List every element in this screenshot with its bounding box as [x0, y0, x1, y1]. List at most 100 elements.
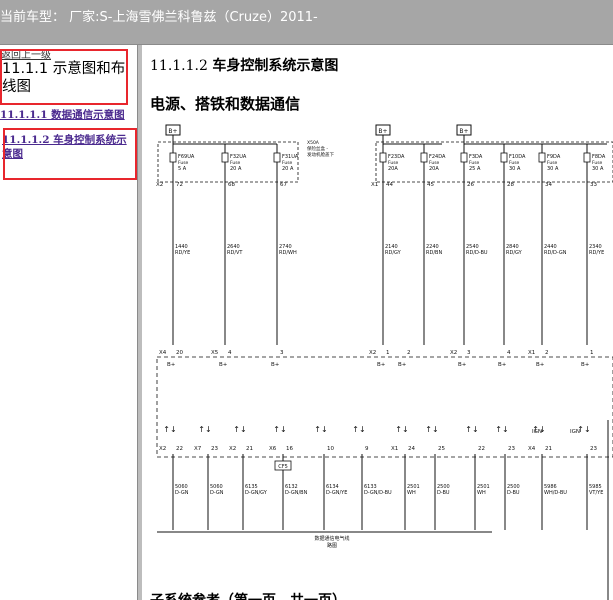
lower-pin-7-num: 25 — [438, 446, 445, 452]
fuse-right-1-body — [420, 152, 428, 163]
fuse-right-4-word: Fuse — [547, 160, 558, 166]
highlight-box-nav — [3, 128, 137, 180]
lower-pin-6-conn: X1 — [391, 446, 398, 452]
fuse-right-3-name: F10DA — [509, 154, 526, 160]
vehicle-info: 当前车型： 厂家:S-上海雪佛兰科鲁兹（Cruze）2011- — [0, 10, 318, 25]
fuse-left-2-pin: 67 — [280, 182, 287, 188]
fuse-right-4-wire-color: RD/D-GN — [544, 250, 567, 256]
bcm-pin-1-label: B+ — [219, 362, 228, 368]
nav-item-data-comm[interactable]: 11.1.1.1 数据通信示意图 — [0, 109, 125, 121]
lower-pin-5-arrow: ↑↓ — [352, 425, 365, 434]
fuse-left-0-body — [169, 152, 177, 163]
fuse-right-5-wire-color: RD/YE — [589, 250, 604, 256]
lower-pin-8-wire-num: 2501 — [477, 484, 490, 490]
lower-pin-11-arrow: ↑↓ — [577, 425, 590, 434]
fuse-left-1-rating: 20 A — [230, 166, 242, 172]
lower-pin-10-wire-color: WH/D-BU — [544, 490, 567, 496]
fuse-left-1-body — [221, 152, 229, 163]
fuse-left-1-word: Fuse — [230, 160, 241, 166]
lower-pin-1-wire-num: 5060 — [210, 484, 223, 490]
connector-label-right: X1 — [371, 182, 378, 188]
fuse-right-0-rating: 20A — [388, 166, 398, 172]
bplus-box-left-label: B+ — [168, 128, 177, 135]
fuse-right-4-name: F9DA — [547, 154, 561, 160]
bcm-pin-5-label: B+ — [458, 362, 467, 368]
fuse-right-1-pin: 45 — [427, 182, 434, 188]
lower-pin-9-wire-color: D-BU — [507, 490, 520, 496]
sidebar: 返回上一级 11.1.1 示意图和布线图 11.1.1.1 数据通信示意图 11… — [0, 45, 137, 600]
bcm-pin-3-num: 1 — [386, 350, 390, 356]
fuse-block-left — [157, 141, 299, 183]
fuse-right-3-pin: 28 — [507, 182, 514, 188]
fuse-right-5-rating: 30 A — [592, 166, 604, 172]
lower-pin-0-arrow: ↑↓ — [163, 425, 176, 434]
fuse-right-0-body — [379, 152, 387, 163]
lower-pin-8-arrow: ↑↓ — [465, 425, 478, 434]
module-outline — [156, 356, 613, 458]
lower-pin-2-wire-num: 6135 — [245, 484, 258, 490]
fuse-block-note-2: 保险丝盒 - — [307, 145, 328, 152]
fuse-left-0-wire-num: 1440 — [175, 244, 188, 250]
fuse-left-2-rating: 20 A — [282, 166, 294, 172]
lower-pin-6-num: 24 — [408, 446, 415, 452]
fuse-right-1-wire-color: RD/BN — [426, 250, 442, 256]
fuse-right-2-wire-num: 2540 — [466, 244, 479, 250]
fuse-right-2-wire-color: RD/D-BU — [466, 250, 488, 256]
lower-pin-0-num: 22 — [176, 446, 183, 452]
lower-pin-11-wire-num: 5985 — [589, 484, 602, 490]
fuse-left-0-rating: 5 A — [178, 166, 187, 172]
fuse-right-4-wire-num: 2440 — [544, 244, 557, 250]
fuse-right-0-wire-num: 2140 — [385, 244, 398, 250]
lower-pin-1-conn: X7 — [194, 446, 202, 452]
bus-label-2: 路图 — [327, 542, 337, 549]
section-heading: 电源、搭铁和数据通信 — [150, 95, 301, 113]
content-pane: 11.1.1.2 车身控制系统示意图 电源、搭铁和数据通信 B+B+B+X50A… — [142, 45, 613, 600]
bcm-pin-6-label: B+ — [498, 362, 507, 368]
lower-pin-2-wire-color: D-GN/GY — [245, 490, 268, 496]
lower-pin-10-arrow: ↑↓ — [532, 425, 545, 434]
lower-pin-10-conn: X4 — [528, 446, 536, 452]
lower-pin-4-wire-color: D-GN/YE — [326, 490, 347, 496]
fuse-left-2-wire-color: RD/WH — [279, 250, 297, 256]
lower-pin-4-arrow: ↑↓ — [314, 425, 327, 434]
bcm-pin-2-label: B+ — [271, 362, 280, 368]
lower-pin-3-wire-num: 6132 — [285, 484, 298, 490]
fuse-right-5-body — [583, 152, 591, 163]
title-bar: 当前车型： 厂家:S-上海雪佛兰科鲁兹（Cruze）2011- — [0, 0, 613, 45]
fuse-right-3-word: Fuse — [509, 160, 520, 166]
fuse-right-0-pin: 44 — [386, 182, 393, 188]
lower-pin-2-arrow: ↑↓ — [233, 425, 246, 434]
nav-item-body-control[interactable]: 11.1.1.2 车身控制系统示意图 — [2, 134, 127, 160]
fuse-left-1-name: F32UA — [230, 154, 247, 160]
fuse-left-2-name: F31UA — [282, 154, 299, 160]
lower-pin-3-conn: X6 — [269, 446, 277, 452]
fuse-right-1-rating: 20A — [429, 166, 439, 172]
bcm-pin-0-conn: X4 — [159, 350, 167, 356]
fuse-right-1-name: F24DA — [429, 154, 446, 160]
fuse-right-3-wire-color: RD/GY — [506, 250, 523, 256]
bottom-heading: 子系统参考（第一页，共一页） — [150, 590, 346, 600]
bcm-pin-1-conn: X5 — [211, 350, 219, 356]
bcm-pin-5-conn: X2 — [450, 350, 457, 356]
lower-pin-0-conn: X2 — [159, 446, 166, 452]
lower-pin-5-wire-num: 6133 — [364, 484, 377, 490]
lower-pin-2-num: 21 — [246, 446, 253, 452]
lower-pin-5-wire-color: D-GN/D-BU — [364, 490, 392, 496]
connector-label-left: X2 — [156, 182, 163, 188]
fuse-right-1-wire-num: 2240 — [426, 244, 439, 250]
lower-pin-7-wire-num: 2500 — [437, 484, 450, 490]
fuse-right-0-word: Fuse — [388, 160, 399, 166]
fuse-right-2-rating: 25 A — [469, 166, 481, 172]
bcm-pin-8-label: B+ — [581, 362, 590, 368]
back-link[interactable]: 返回上一级 — [1, 50, 51, 61]
lower-pin-11-num: 23 — [590, 446, 597, 452]
bcm-pin-4-label: B+ — [398, 362, 407, 368]
lower-pin-9-wire-num: 2500 — [507, 484, 520, 490]
fuse-left-2-word: Fuse — [282, 160, 293, 166]
lower-pin-0-wire-num: 5060 — [175, 484, 188, 490]
frame-divider[interactable] — [137, 45, 142, 600]
bcm-pin-1-num: 4 — [228, 350, 232, 356]
lower-pin-2-conn: X2 — [229, 446, 236, 452]
fuse-block-right — [375, 141, 613, 183]
